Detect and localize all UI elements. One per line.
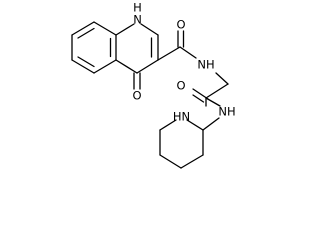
molecule-structure: H N O O NH O NH HN [71,1,236,169]
amide-oxygen-label: O [176,18,185,32]
bond [159,154,182,169]
bond-double-inner [77,27,95,39]
bond [186,119,204,131]
amide-nitrogen-label: NH [197,58,214,72]
bond [205,97,221,107]
bond [192,88,209,100]
glycine-oxygen-label: O [176,79,185,93]
keto-oxygen-label: O [132,89,141,103]
bond [159,119,177,131]
bond [192,94,205,103]
bond [202,117,220,131]
bond [71,59,95,74]
bond [136,59,159,74]
bond [93,21,117,36]
glycine-nitrogen-label: NH [218,105,235,119]
bond [93,59,117,74]
bond-double-inner [77,56,95,68]
bond [157,46,181,61]
bond [140,23,159,36]
bond [180,154,204,169]
bond [215,72,229,85]
bond [71,21,95,36]
bond [115,59,138,74]
piperidine-nitrogen-label: HN [173,110,190,124]
ring-nh-hydrogen-label: H [133,1,142,15]
bond [115,23,135,36]
bond [179,46,197,59]
ring-nitrogen-label: N [133,13,142,27]
bond [205,83,229,99]
